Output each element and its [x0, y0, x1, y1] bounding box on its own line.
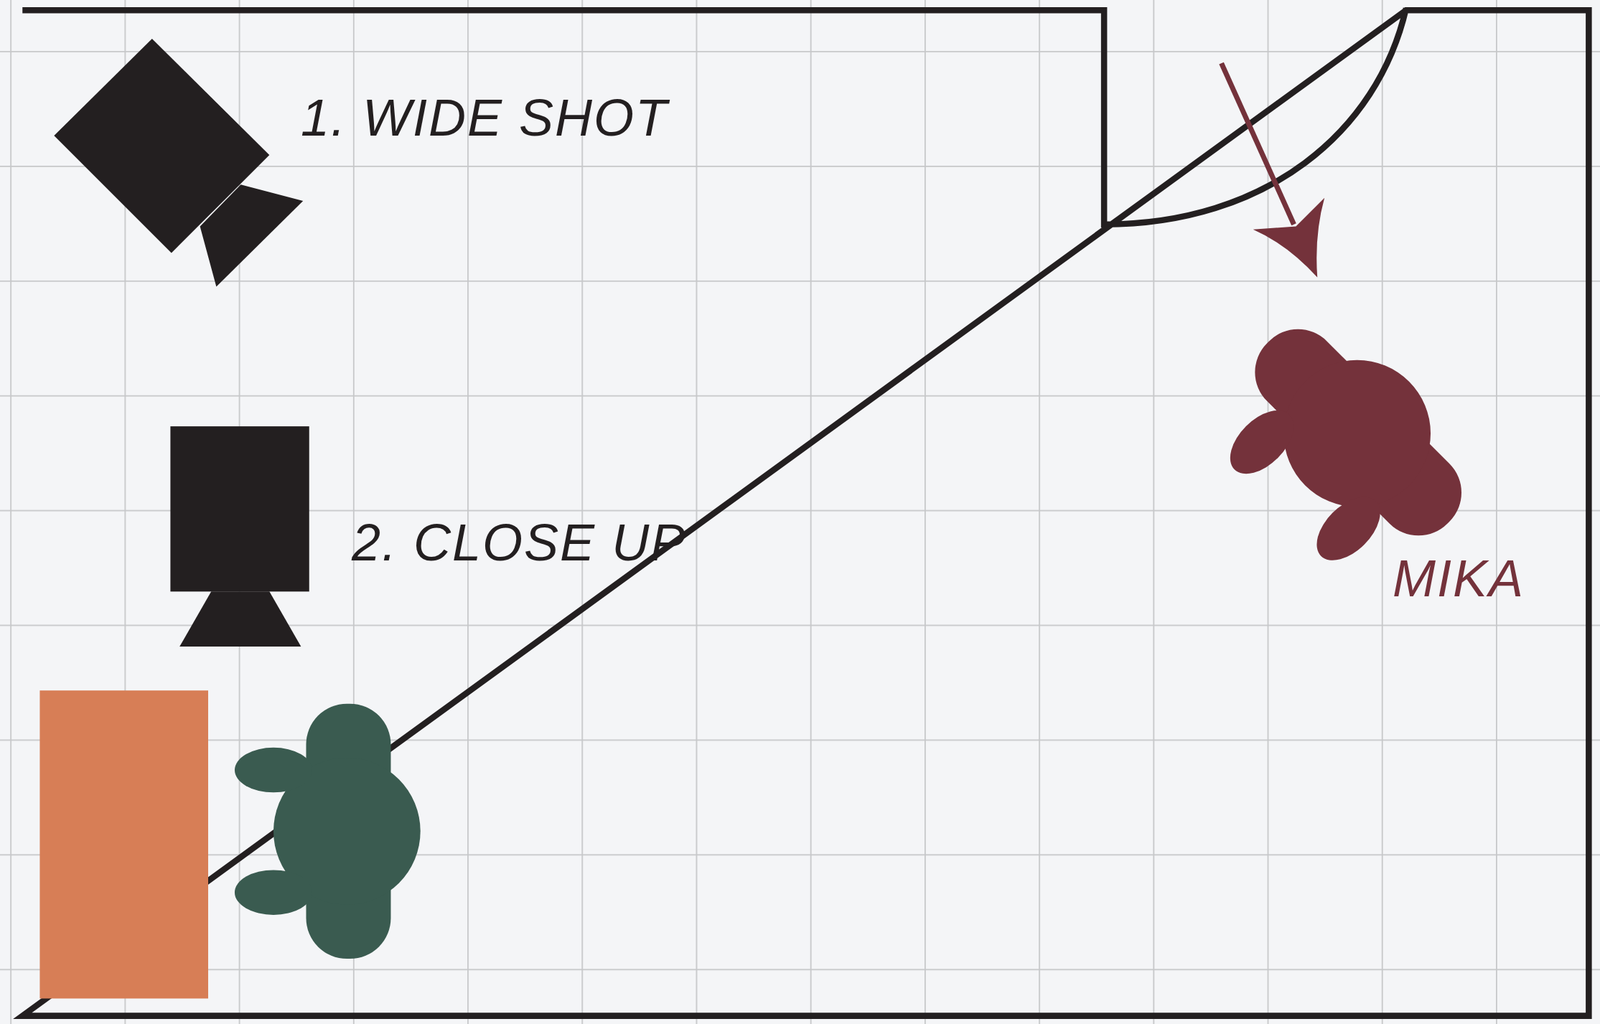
furniture — [39, 690, 209, 999]
shot-label: 2. CLOSE UP — [351, 516, 687, 569]
room-wall — [22, 7, 1589, 1016]
camera-wide — [53, 38, 303, 287]
actor-name: MIKA — [1392, 552, 1525, 605]
movement-arrow — [1221, 63, 1326, 278]
actor-figure — [234, 704, 421, 959]
camera-close — [170, 426, 309, 647]
shot-label: 1. WIDE SHOT — [300, 91, 669, 144]
